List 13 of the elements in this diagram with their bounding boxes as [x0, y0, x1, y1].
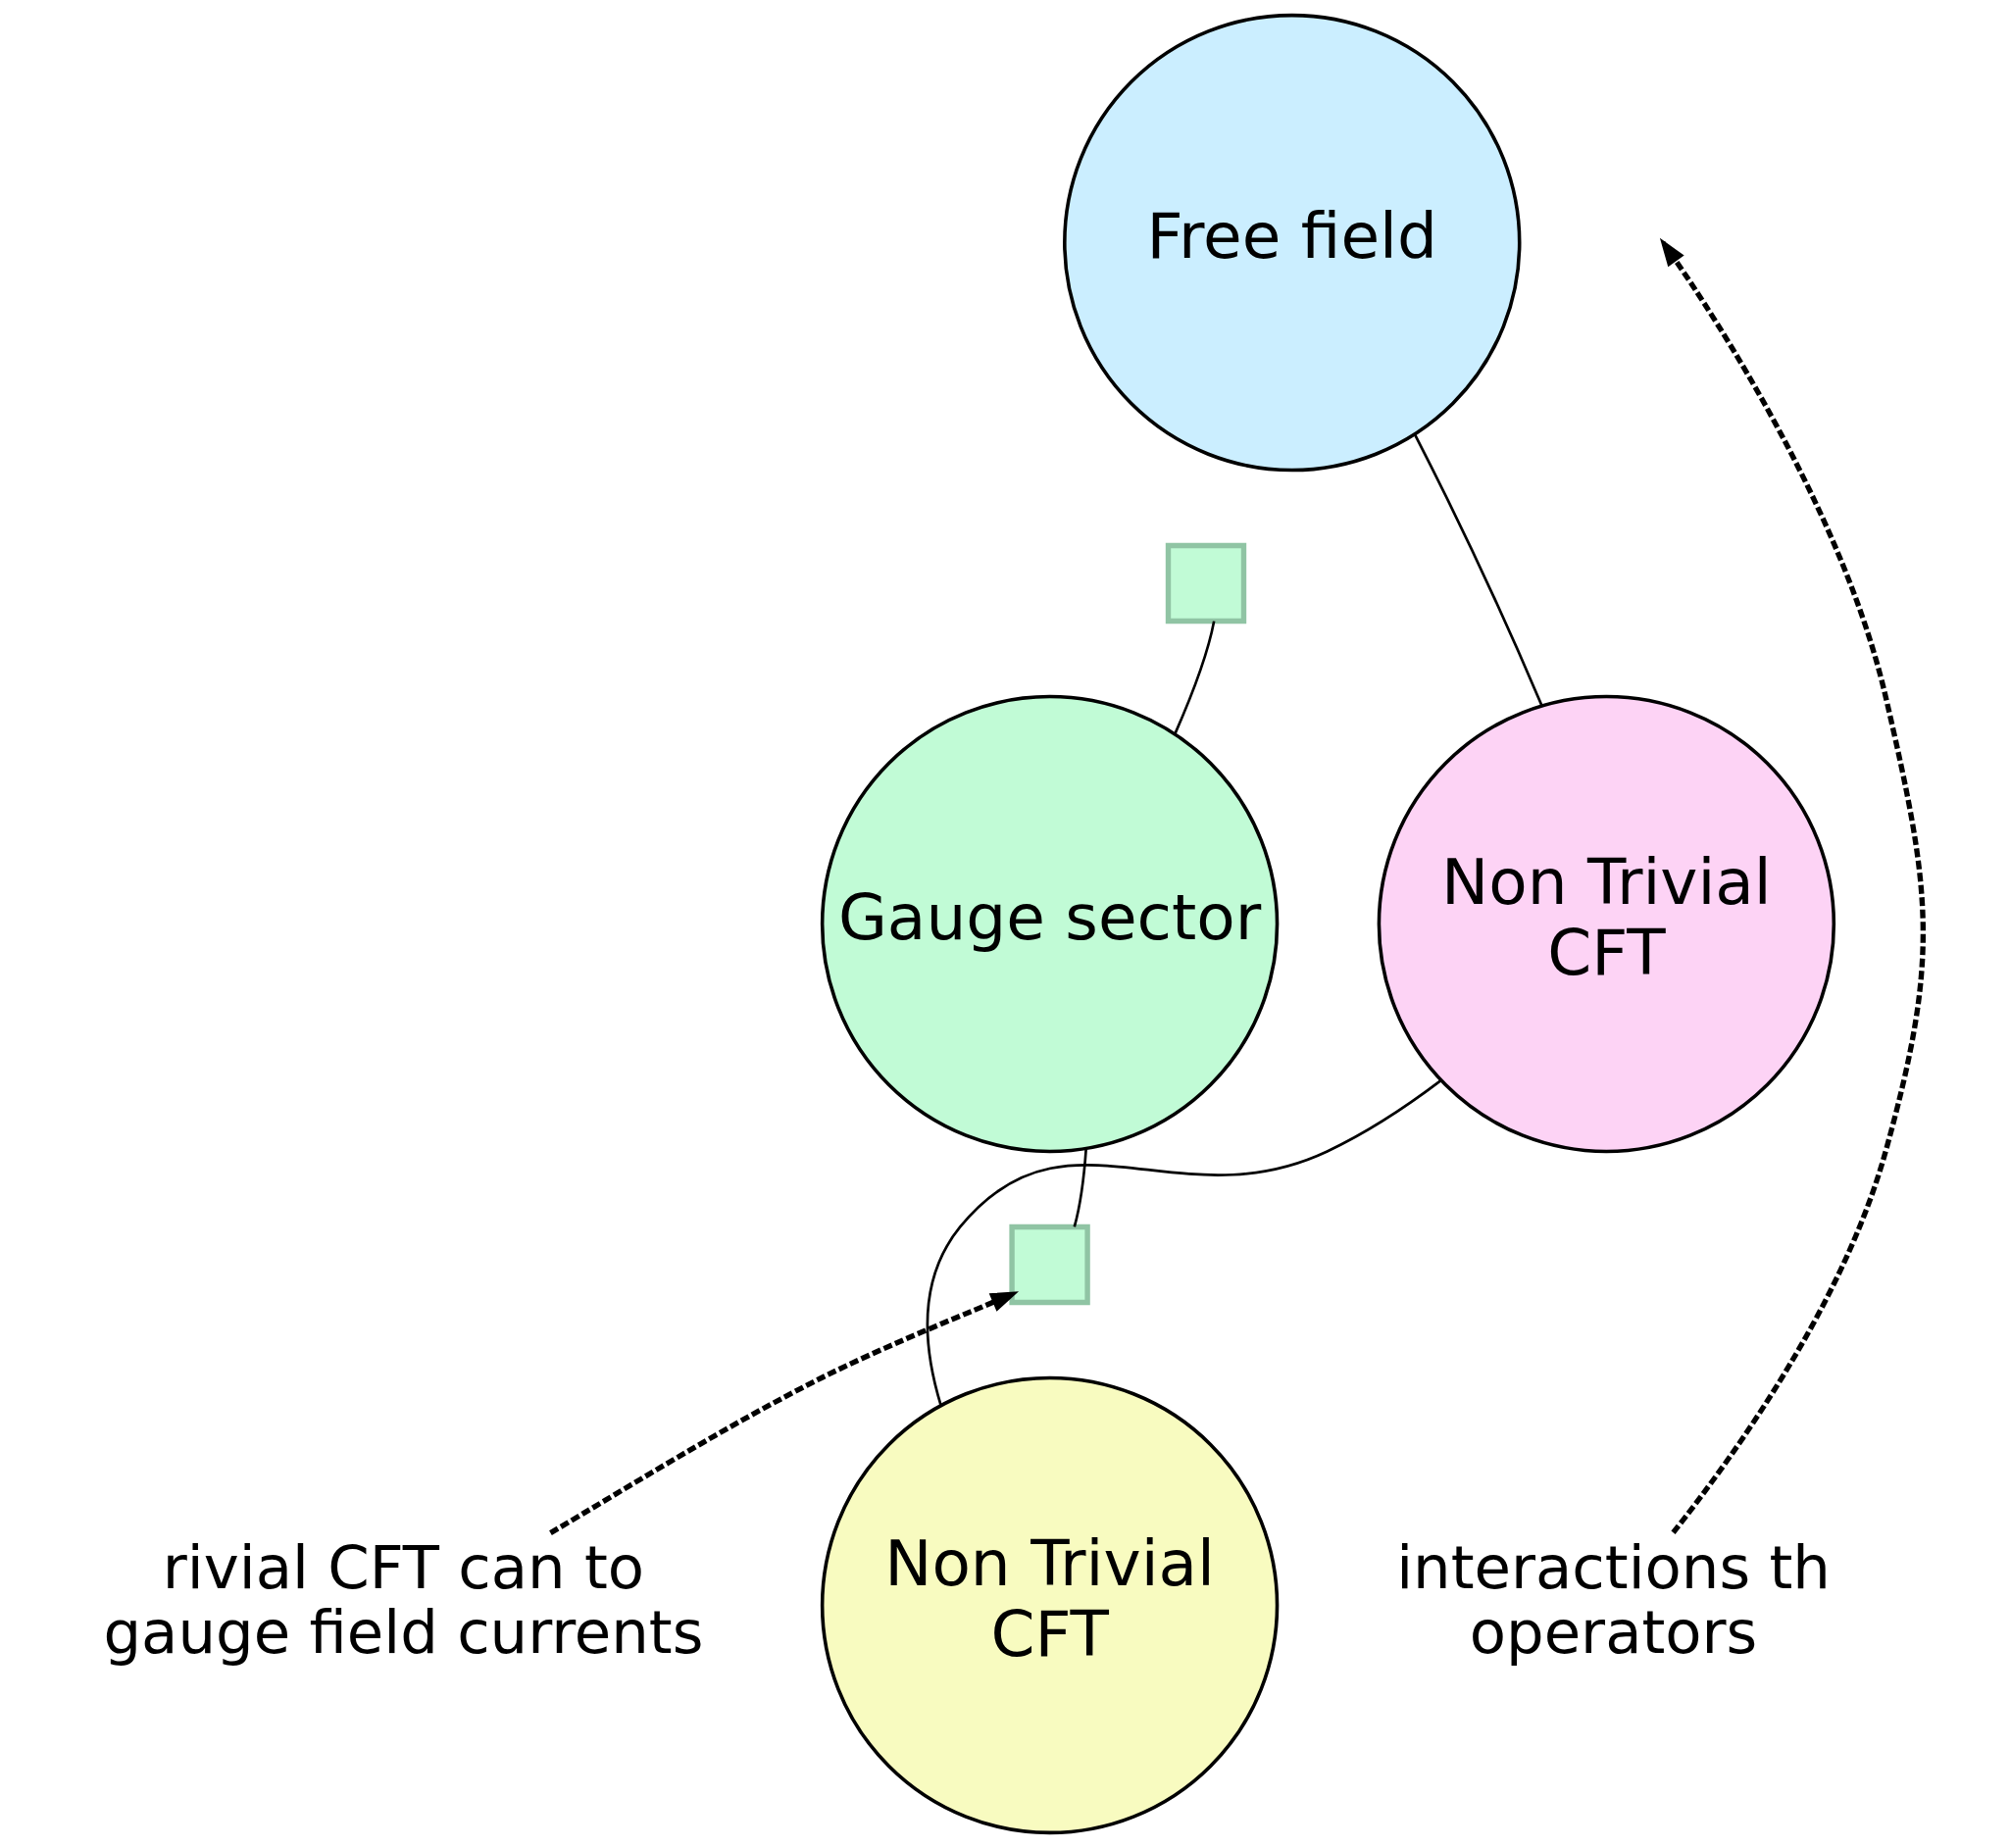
node-box — [1165, 542, 1247, 624]
connector — [1073, 1148, 1088, 1227]
connector — [1174, 621, 1216, 734]
node-circle: Free field — [1063, 13, 1522, 473]
connector — [926, 1079, 1442, 1406]
node-text: rivial CFT can to gauge field currents — [103, 1531, 704, 1668]
node-circle: Non Trivial CFT — [820, 1375, 1280, 1835]
node-circle: Non Trivial CFT — [1377, 694, 1836, 1154]
arrow — [549, 1291, 1020, 1535]
node-circle: Gauge sector — [820, 694, 1280, 1154]
connector — [1413, 433, 1543, 706]
node-text: interactions th operators — [1396, 1531, 1831, 1668]
node-box — [1009, 1224, 1090, 1306]
